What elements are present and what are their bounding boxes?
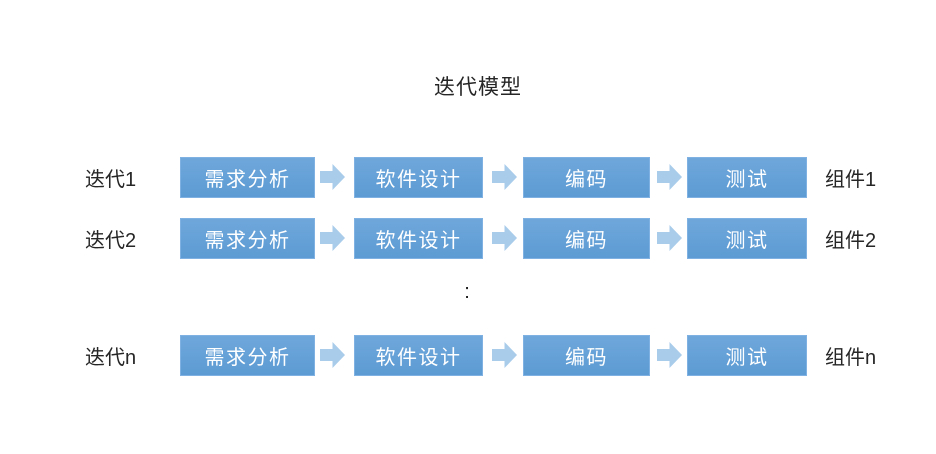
rown-stage-coding-box: 编码 bbox=[523, 335, 650, 376]
stage-box-label: 测试 bbox=[725, 230, 769, 252]
stage-box-label: 编码 bbox=[565, 347, 608, 369]
right-arrow-icon bbox=[657, 342, 682, 368]
stage-box-label: 测试 bbox=[725, 347, 769, 369]
row2-stage-design-box: 软件设计 bbox=[354, 218, 483, 259]
right-arrow-icon bbox=[320, 225, 345, 251]
rown-stage-testing-box: 测试 bbox=[687, 335, 807, 376]
row2-component-label: 组件2 bbox=[825, 230, 877, 252]
right-arrow-icon bbox=[657, 225, 682, 251]
row1-stage-requirements-box: 需求分析 bbox=[180, 157, 315, 198]
row1-stage-design-box: 软件设计 bbox=[354, 157, 483, 198]
right-arrow-icon bbox=[492, 225, 517, 251]
row2-iteration-label: 迭代2 bbox=[85, 230, 137, 252]
right-arrow-icon bbox=[657, 164, 682, 190]
stage-box-label: 需求分析 bbox=[204, 347, 291, 369]
stage-box-label: 软件设计 bbox=[375, 169, 462, 191]
rown-stage-requirements-box: 需求分析 bbox=[180, 335, 315, 376]
stage-box-label: 编码 bbox=[565, 169, 608, 191]
row1-stage-testing-box: 测试 bbox=[687, 157, 807, 198]
rown-iteration-label: 迭代n bbox=[85, 347, 137, 369]
right-arrow-icon bbox=[320, 164, 345, 190]
stage-box-label: 编码 bbox=[565, 230, 608, 252]
row2-stage-coding-box: 编码 bbox=[523, 218, 650, 259]
stage-box-label: 软件设计 bbox=[375, 230, 462, 252]
right-arrow-icon bbox=[492, 164, 517, 190]
row2-stage-testing-box: 测试 bbox=[687, 218, 807, 259]
stage-box-label: 测试 bbox=[725, 169, 769, 191]
diagram-title: 迭代模型 bbox=[434, 76, 522, 99]
right-arrow-icon bbox=[492, 342, 517, 368]
row1-iteration-label: 迭代1 bbox=[85, 169, 137, 191]
stage-box-label: 软件设计 bbox=[375, 347, 462, 369]
right-arrow-icon bbox=[320, 342, 345, 368]
rown-component-label: 组件n bbox=[825, 347, 877, 369]
rown-stage-design-box: 软件设计 bbox=[354, 335, 483, 376]
row1-stage-coding-box: 编码 bbox=[523, 157, 650, 198]
row1-component-label: 组件1 bbox=[825, 169, 877, 191]
row2-stage-requirements-box: 需求分析 bbox=[180, 218, 315, 259]
continuation-ellipsis: : bbox=[464, 281, 470, 303]
stage-box-label: 需求分析 bbox=[204, 169, 291, 191]
stage-box-label: 需求分析 bbox=[204, 230, 291, 252]
